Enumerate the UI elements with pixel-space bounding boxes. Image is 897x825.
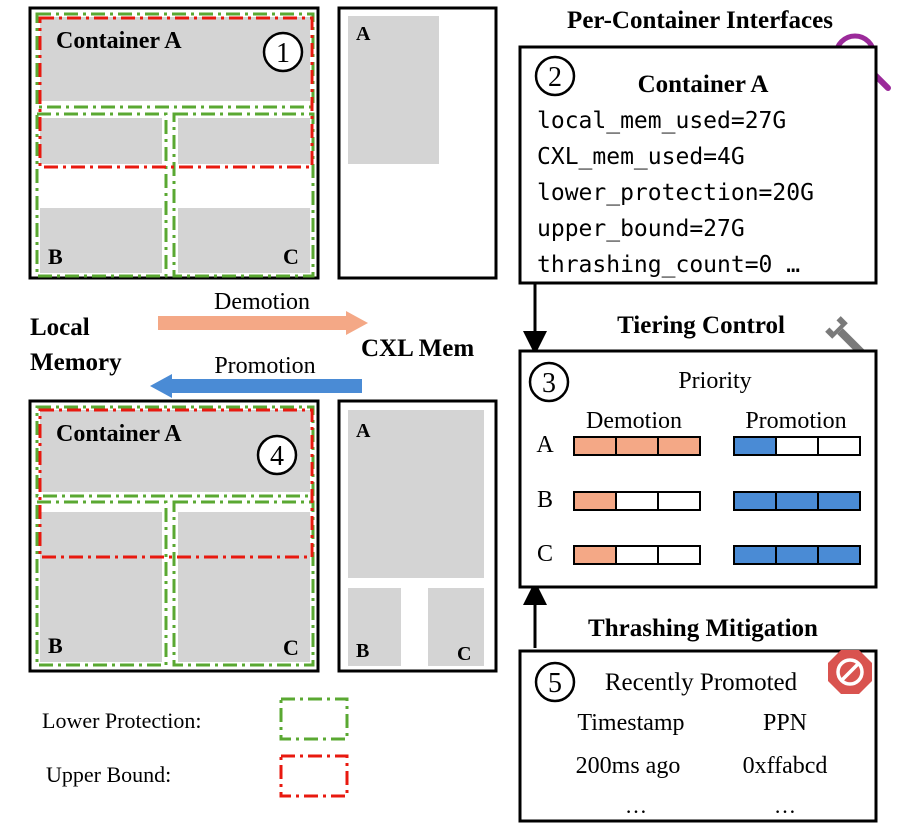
local-memory-label-2: Memory xyxy=(30,349,122,376)
lower-protection-box-b xyxy=(35,112,168,278)
lower-protection-box-b-bottom xyxy=(35,500,168,667)
local-memory-label-1: Local xyxy=(30,314,90,341)
upper-bound-box-bottom xyxy=(38,408,314,559)
step-2-number: 2 xyxy=(548,62,562,93)
demotion-priority-cell xyxy=(657,491,701,511)
container-c-label-bottom: C xyxy=(283,635,299,660)
step-5-number: 5 xyxy=(548,668,562,699)
tiering-section: Tiering Control 3 Priority Demotion Prom… xyxy=(518,312,878,589)
legend-lower-protection: Lower Protection: xyxy=(42,708,201,733)
ppn-header: PPN xyxy=(763,710,807,736)
interface-line-1: CXL_mem_used=4G xyxy=(537,144,745,170)
cxl-a-label-bottom: A xyxy=(356,420,371,442)
lower-protection-box-a xyxy=(35,12,315,109)
bottom-cxl-panel: A B C xyxy=(337,399,498,673)
thrashing-section: Thrashing Mitigation 5 Recently Promoted… xyxy=(518,615,878,823)
demotion-priority-cell xyxy=(573,491,617,511)
demotion-priority-cell xyxy=(657,436,701,456)
promotion-priority-cell xyxy=(733,545,777,565)
demotion-label: Demotion xyxy=(214,289,310,315)
promotion-column-label: Promotion xyxy=(745,408,846,434)
interface-line-2: lower_protection=20G xyxy=(537,180,814,206)
upper-bound-box xyxy=(38,16,314,169)
step-3-number: 3 xyxy=(542,368,556,399)
legend: Lower Protection: Upper Bound: xyxy=(42,697,349,798)
lower-protection-box-c xyxy=(172,112,315,278)
top-cxl-panel: A xyxy=(337,6,498,280)
timestamp-value: 200ms ago xyxy=(576,753,681,779)
step-4-circle xyxy=(256,434,298,476)
cxl-b-label-bottom: B xyxy=(356,640,369,662)
tiering-row-label: B xyxy=(537,487,553,513)
step-1-number: 1 xyxy=(276,38,290,69)
demotion-priority-cell xyxy=(573,545,617,565)
promotion-priority-cell xyxy=(775,436,819,456)
top-local-memory-panel: Container A 1 B C xyxy=(28,6,320,280)
container-b-label-bottom: B xyxy=(48,633,63,658)
interface-line-3: upper_bound=27G xyxy=(537,216,745,242)
step-1-circle xyxy=(262,31,304,73)
container-a-label-bottom: Container A xyxy=(56,421,182,447)
cxl-c-label-bottom: C xyxy=(457,643,471,665)
recently-promoted-label: Recently Promoted xyxy=(605,669,798,696)
interfaces-heading: Per-Container Interfaces xyxy=(567,7,833,34)
lower-protection-box-c-bottom xyxy=(172,500,315,667)
step-4-number: 4 xyxy=(270,441,284,472)
ellipsis-ppn: … xyxy=(774,793,796,818)
interface-line-4: thrashing_count=0 … xyxy=(537,252,800,278)
tiering-row-label: A xyxy=(536,432,554,458)
demotion-priority-cell xyxy=(657,545,701,565)
promotion-priority-cell xyxy=(733,491,777,511)
demotion-column-label: Demotion xyxy=(586,408,682,434)
legend-upper-bound: Upper Bound: xyxy=(46,762,171,787)
legend-red-swatch xyxy=(279,754,349,798)
cxl-a-label: A xyxy=(356,23,371,45)
promotion-priority-cell xyxy=(817,436,861,456)
container-a-label: Container A xyxy=(56,28,182,54)
tiering-heading: Tiering Control xyxy=(617,312,785,339)
step-5-circle xyxy=(534,661,576,703)
demotion-arrow: Demotion xyxy=(158,289,368,335)
interfaces-section: Per-Container Interfaces 2 Container A l… xyxy=(518,7,891,285)
container-b-label: B xyxy=(48,244,63,269)
stop-icon xyxy=(828,650,872,694)
promotion-arrow: Promotion xyxy=(150,353,362,398)
promotion-priority-cell xyxy=(775,545,819,565)
promotion-priority-cell xyxy=(817,545,861,565)
tiering-row-label: C xyxy=(537,541,553,567)
legend-green-swatch xyxy=(279,697,349,741)
promotion-priority-cell xyxy=(733,436,777,456)
step-2-circle xyxy=(534,55,576,97)
container-c-label: C xyxy=(283,244,299,269)
demotion-priority-cell xyxy=(615,491,659,511)
thrashing-heading: Thrashing Mitigation xyxy=(588,615,818,642)
ellipsis-timestamp: … xyxy=(625,793,647,818)
demotion-priority-cell xyxy=(615,545,659,565)
timestamp-header: Timestamp xyxy=(577,710,684,736)
lower-protection-box-a-bottom xyxy=(35,405,315,498)
interfaces-container: Container A xyxy=(638,71,769,98)
priority-label: Priority xyxy=(678,368,751,394)
ppn-value: 0xffabcd xyxy=(743,753,828,779)
cxl-mem-label: CXL Mem xyxy=(361,335,474,362)
step-3-circle xyxy=(528,361,570,403)
demotion-priority-cell xyxy=(573,436,617,456)
bottom-local-memory-panel: Container A 4 B C xyxy=(28,399,320,673)
promotion-priority-cell xyxy=(817,491,861,511)
demotion-priority-cell xyxy=(615,436,659,456)
promotion-priority-cell xyxy=(775,491,819,511)
promotion-label: Promotion xyxy=(214,353,315,379)
interface-line-0: local_mem_used=27G xyxy=(537,108,786,134)
